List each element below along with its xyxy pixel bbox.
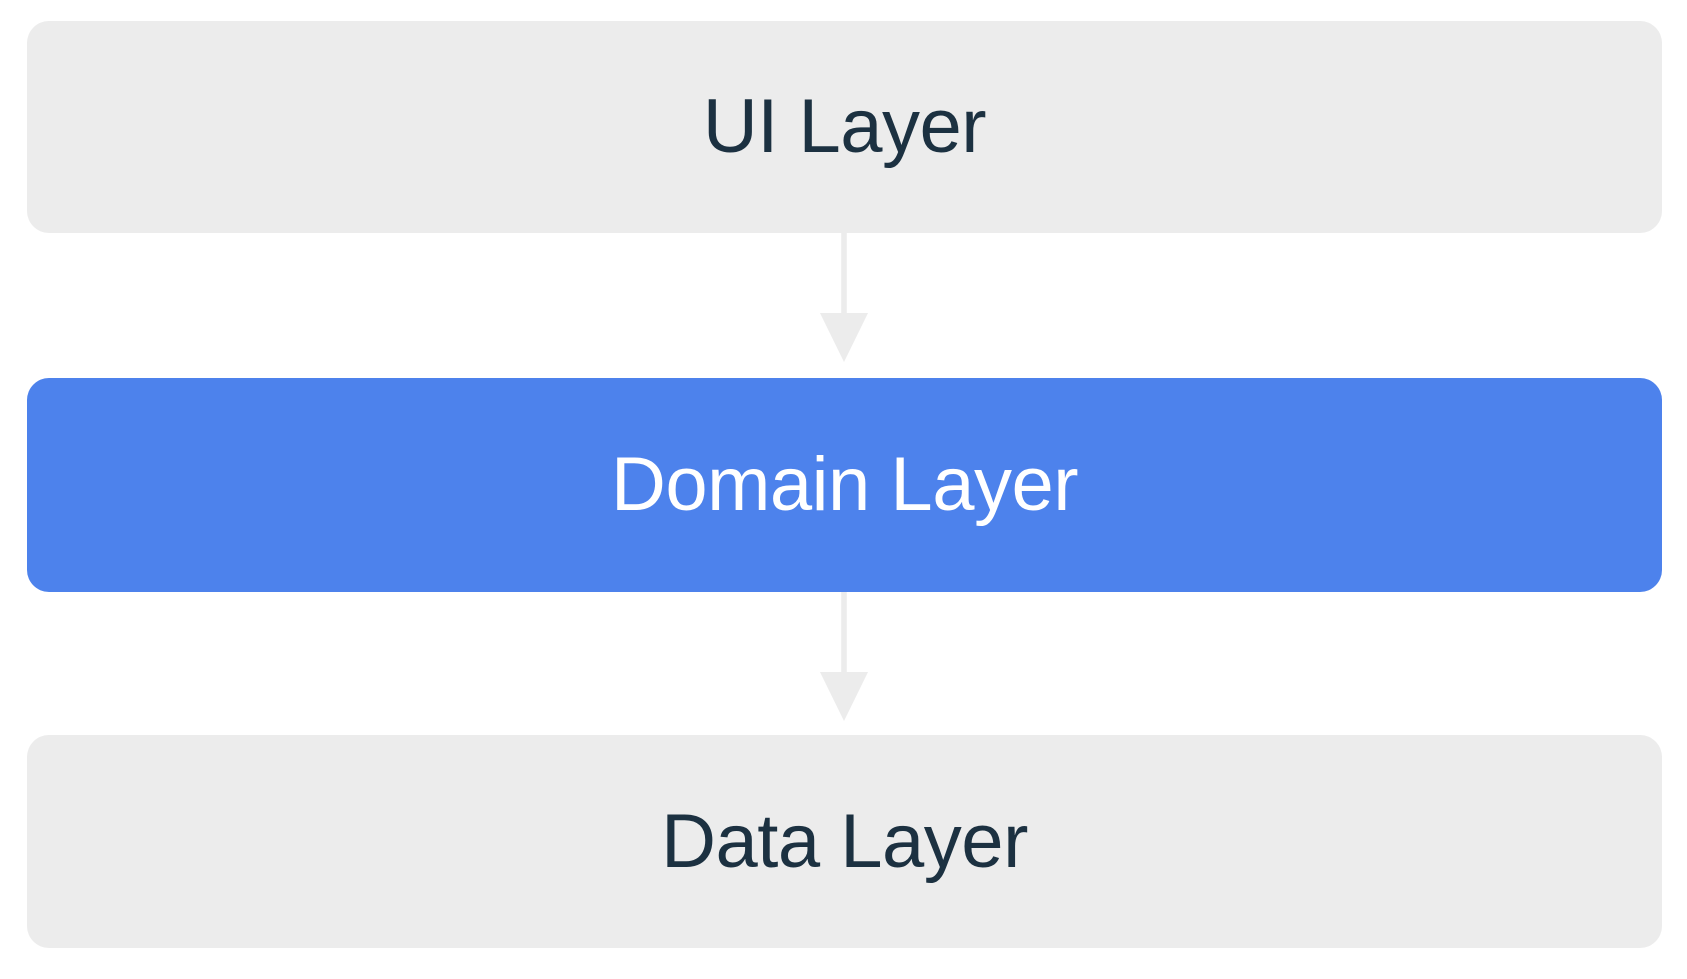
connector-ui-to-domain: [819, 233, 869, 363]
node-domain-layer[interactable]: Domain Layer: [27, 378, 1662, 592]
arrow-down-icon: [820, 592, 868, 721]
node-data-layer-label: Data Layer: [661, 798, 1028, 884]
node-ui-layer-label: UI Layer: [702, 84, 987, 169]
node-domain-layer-label: Domain Layer: [610, 442, 1079, 527]
connector-domain-to-data: [819, 592, 869, 722]
node-ui-layer[interactable]: UI Layer: [27, 21, 1662, 233]
node-data-layer[interactable]: Data Layer: [27, 735, 1662, 948]
arrow-down-icon: [820, 233, 868, 362]
